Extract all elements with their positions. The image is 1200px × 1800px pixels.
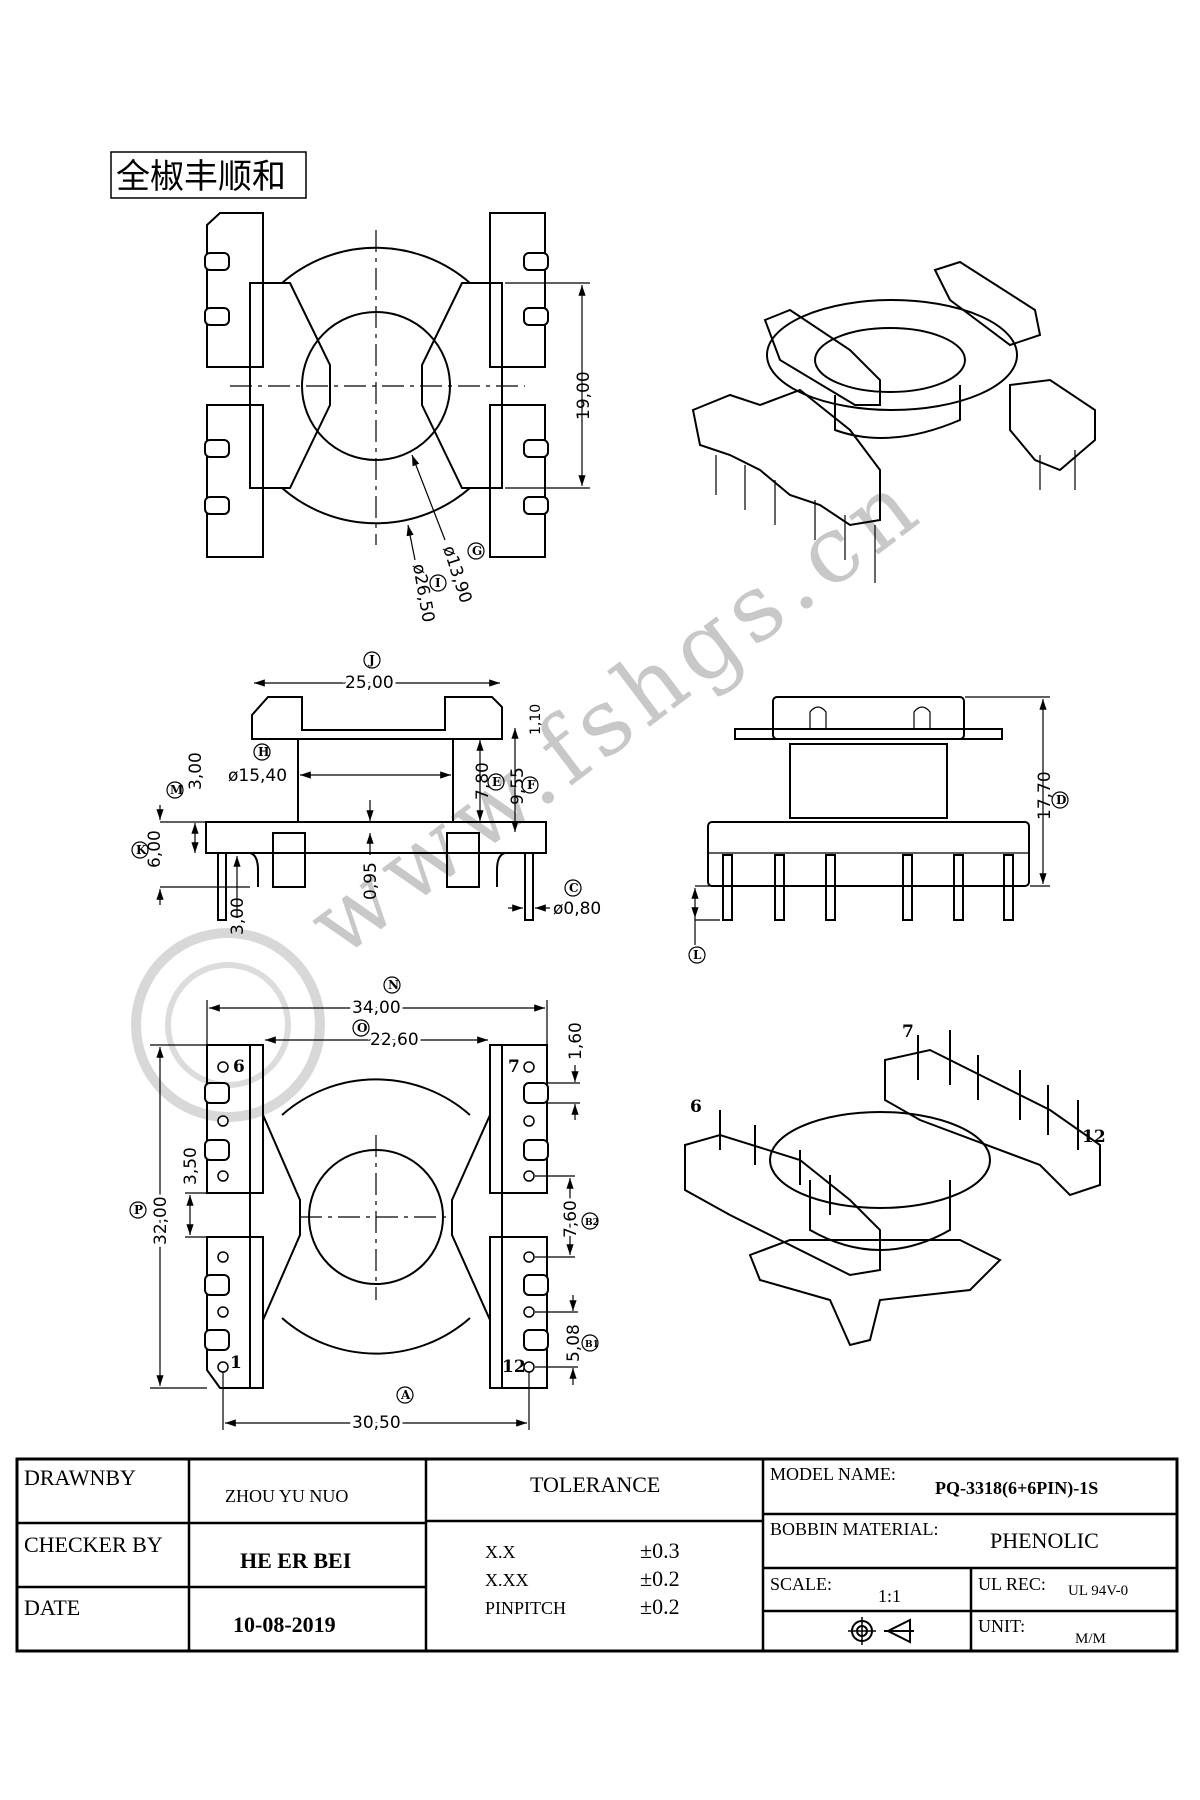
isometric-view-top <box>691 260 1096 583</box>
callout-n: N <box>388 978 399 992</box>
callout-i: I <box>435 576 441 590</box>
callout-d: D <box>1056 793 1066 807</box>
dim-total-base: 6,00 <box>145 830 165 868</box>
dim-row-spacing: 30,50 <box>352 1413 401 1433</box>
checker-value: HE ER BEI <box>240 1548 351 1573</box>
dim-overall-length: 32,00 <box>151 1196 171 1245</box>
iso-pin-label-7: 7 <box>902 1022 914 1042</box>
unit-label: UNIT: <box>978 1616 1025 1636</box>
dim-height: 19,00 <box>574 371 594 420</box>
isometric-view-bottom: 6 7 12 <box>684 1022 1106 1347</box>
tolerance-value-0: ±0.3 <box>640 1538 680 1563</box>
iso-pin-label-12: 12 <box>1082 1127 1106 1147</box>
callout-l: L <box>693 948 702 962</box>
tolerance-key-2: PINPITCH <box>485 1598 566 1618</box>
dim-inner-height: 9,55 <box>508 767 528 805</box>
right-comb-lower <box>489 404 546 558</box>
dim-flange: 1,10 <box>528 704 544 735</box>
side-view: 25,00 J 1,10 ø15,40 H 7,80 E 9,55 F 0,95… <box>131 651 601 935</box>
tolerance-label: TOLERANCE <box>530 1472 660 1497</box>
dim-width: 25,00 <box>345 673 394 693</box>
callout-b2: B2 <box>585 1218 599 1228</box>
model-name-label: MODEL NAME: <box>770 1464 896 1484</box>
callout-h: H <box>258 745 269 759</box>
callout-j: J <box>368 653 375 667</box>
model-name-value: PQ-3318(6+6PIN)-1S <box>935 1478 1098 1499</box>
callout-p: P <box>134 1203 143 1217</box>
seal-watermark <box>131 928 325 1122</box>
dim-pin-dia: ø0,80 <box>553 899 601 919</box>
pin-label-6: 6 <box>233 1057 245 1077</box>
dim-core-dia: ø15,40 <box>228 766 287 786</box>
dim-inner-width: 22,60 <box>370 1030 419 1050</box>
dim-total-height: 17,70 <box>1035 771 1055 820</box>
callout-a: A <box>400 1388 411 1402</box>
callout-e: E <box>492 775 501 789</box>
pin-label-12: 12 <box>502 1357 526 1377</box>
outer-flange-arc-bottom <box>281 487 471 525</box>
callout-m: M <box>170 783 183 797</box>
scale-label: SCALE: <box>770 1574 832 1594</box>
title-block: DRAWNBY ZHOU YU NUO CHECKER BY HE ER BEI… <box>15 1457 1179 1653</box>
company-label-box: 全椒丰顺和 <box>110 151 307 199</box>
dim-pin-pitch: 5,08 <box>564 1324 584 1362</box>
left-comb-lower <box>206 404 264 558</box>
dim-slot-width: 3,50 <box>181 1147 201 1185</box>
ul-value: UL 94V-0 <box>1068 1583 1128 1599</box>
ul-label: UL REC: <box>978 1574 1046 1594</box>
drawn-by-value: ZHOU YU NUO <box>225 1486 348 1506</box>
dim-pin-length: 3,00 <box>228 897 248 935</box>
dim-outer-dia: ø26,50 <box>408 562 438 624</box>
callout-k: K <box>136 843 147 857</box>
projection-symbol-icon <box>848 1617 914 1645</box>
dim-gap: 0,95 <box>361 862 381 900</box>
dim-winding-height: 7,80 <box>473 762 493 800</box>
tolerance-key-0: X.X <box>485 1542 516 1562</box>
material-value: PHENOLIC <box>990 1528 1099 1553</box>
tolerance-key-1: X.XX <box>485 1570 529 1590</box>
left-comb-upper <box>206 212 264 368</box>
right-comb-upper <box>489 212 546 368</box>
tolerance-value-2: ±0.2 <box>640 1594 680 1619</box>
dim-inner-dia: ø13,90 <box>438 543 475 605</box>
date-value: 10-08-2019 <box>233 1612 336 1637</box>
callout-c: C <box>569 881 579 895</box>
checker-label: CHECKER BY <box>24 1532 163 1557</box>
company-label: 全椒丰顺和 <box>116 157 286 197</box>
callout-g: G <box>472 544 482 558</box>
bottom-view: 6 7 1 12 34,00 N 22,60 O 32,00 P 3,50 1,… <box>129 976 599 1436</box>
pin-label-7: 7 <box>508 1057 520 1077</box>
date-label: DATE <box>24 1595 80 1620</box>
front-view: 17,70 D L <box>688 696 1069 964</box>
iso-pin-label-6: 6 <box>690 1097 702 1117</box>
material-label: BOBBIN MATERIAL: <box>770 1519 939 1539</box>
top-view: 19,00 ø13,90 ø26,50 G I <box>204 212 594 624</box>
scale-value: 1:1 <box>878 1586 901 1606</box>
pin-label-1: 1 <box>230 1353 242 1373</box>
tolerance-value-1: ±0.2 <box>640 1566 680 1591</box>
unit-value: M/M <box>1075 1631 1106 1647</box>
drawn-by-label: DRAWNBY <box>24 1465 136 1490</box>
watermark-text: www.fshgs.cn <box>289 448 942 977</box>
callout-b1: B1 <box>585 1340 599 1350</box>
dim-center-gap: 7,60 <box>561 1200 581 1238</box>
dim-base-height: 3,00 <box>186 752 206 790</box>
dim-slot: 1,60 <box>566 1022 586 1060</box>
dim-overall-width: 34,00 <box>352 998 401 1018</box>
callout-f: F <box>527 778 536 792</box>
callout-o: O <box>357 1021 367 1035</box>
